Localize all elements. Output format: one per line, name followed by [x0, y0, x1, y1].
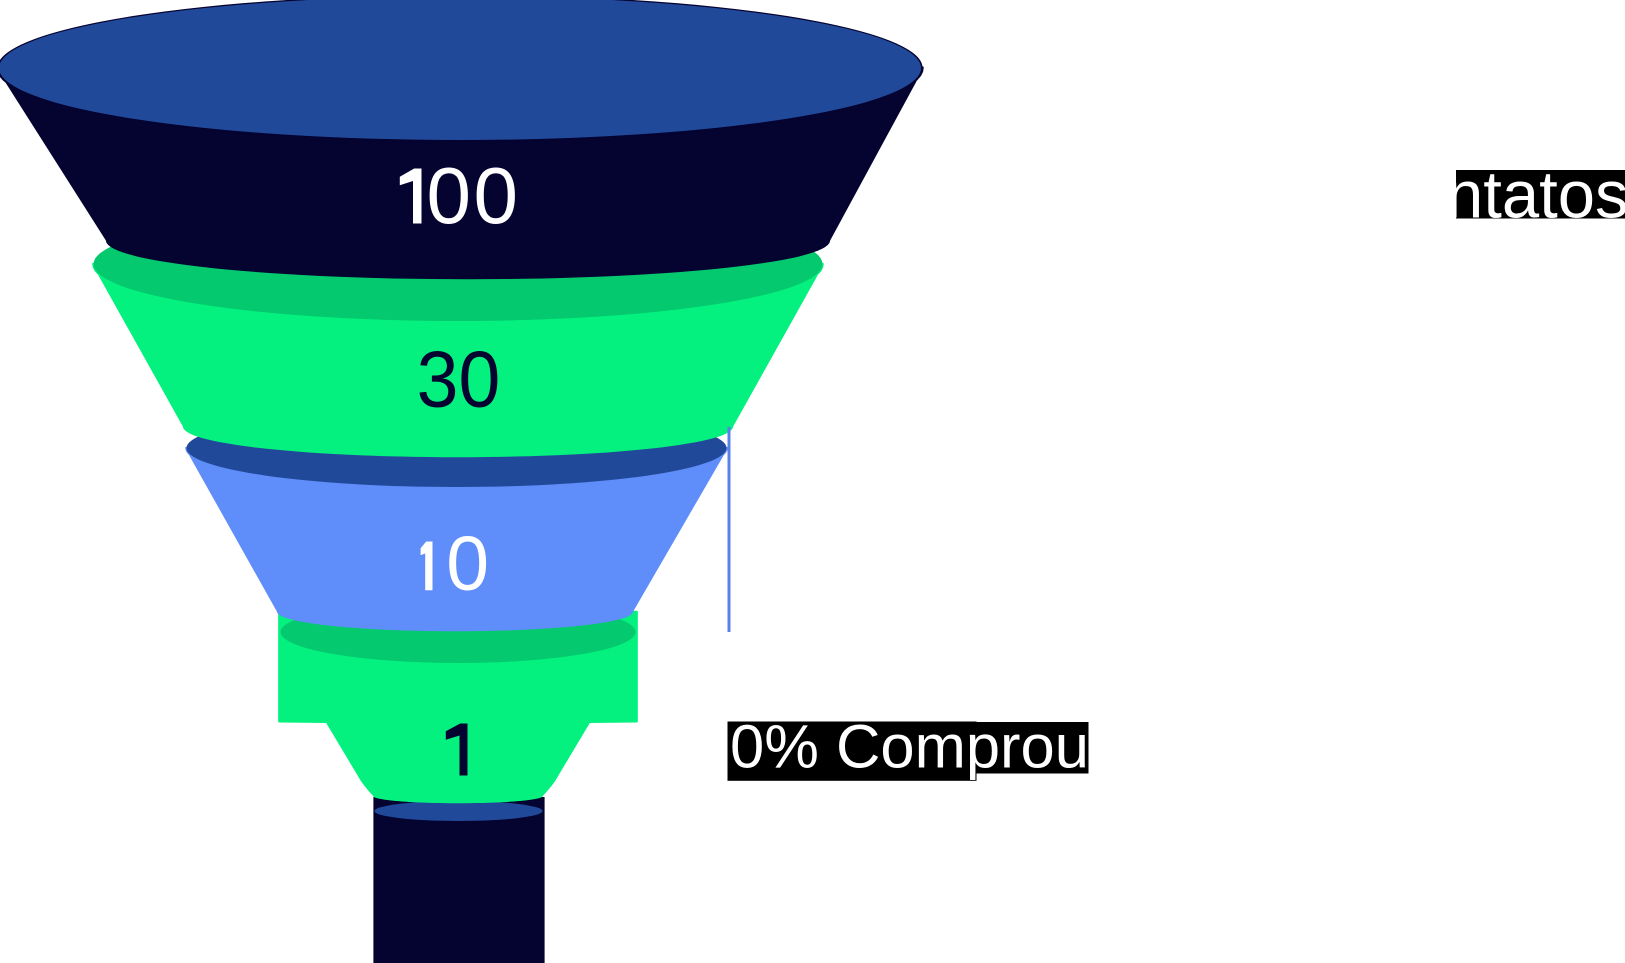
- svg-text:30: 30: [417, 335, 501, 424]
- svg-text:0: 0: [446, 521, 489, 607]
- svg-text:ntatos: ntatos: [1446, 158, 1625, 233]
- svg-text:0% Comprou: 0% Comprou: [730, 713, 1089, 782]
